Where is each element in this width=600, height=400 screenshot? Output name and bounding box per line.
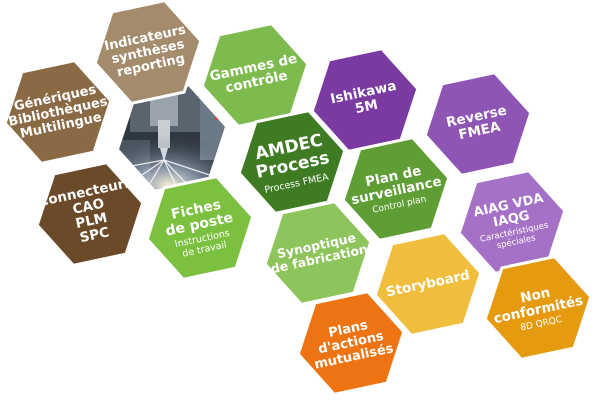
hexagon-title-line: Non [519,285,552,307]
hexagon-shape [35,160,145,268]
hexagon-title-line: 5M [354,97,380,117]
hexagon-title-line: IAQG [492,208,531,230]
hexagon-shape [310,46,420,154]
hexagon-shape [483,254,593,362]
hexagon-title-line: PLM [74,210,109,232]
hexagon-title-line: CAO [71,196,105,218]
hexagon-title-line: SPC [78,224,110,246]
hexagon-shape [3,58,113,166]
hexagon-shape [145,174,255,282]
hexagon-shape [341,135,451,243]
hexagon-shape [373,230,483,338]
hexagon-shape [296,289,406,397]
hexagon-shape [423,70,533,178]
hexagon-storyboard: Storyboard [373,230,483,338]
hexagon-shape [93,0,203,106]
